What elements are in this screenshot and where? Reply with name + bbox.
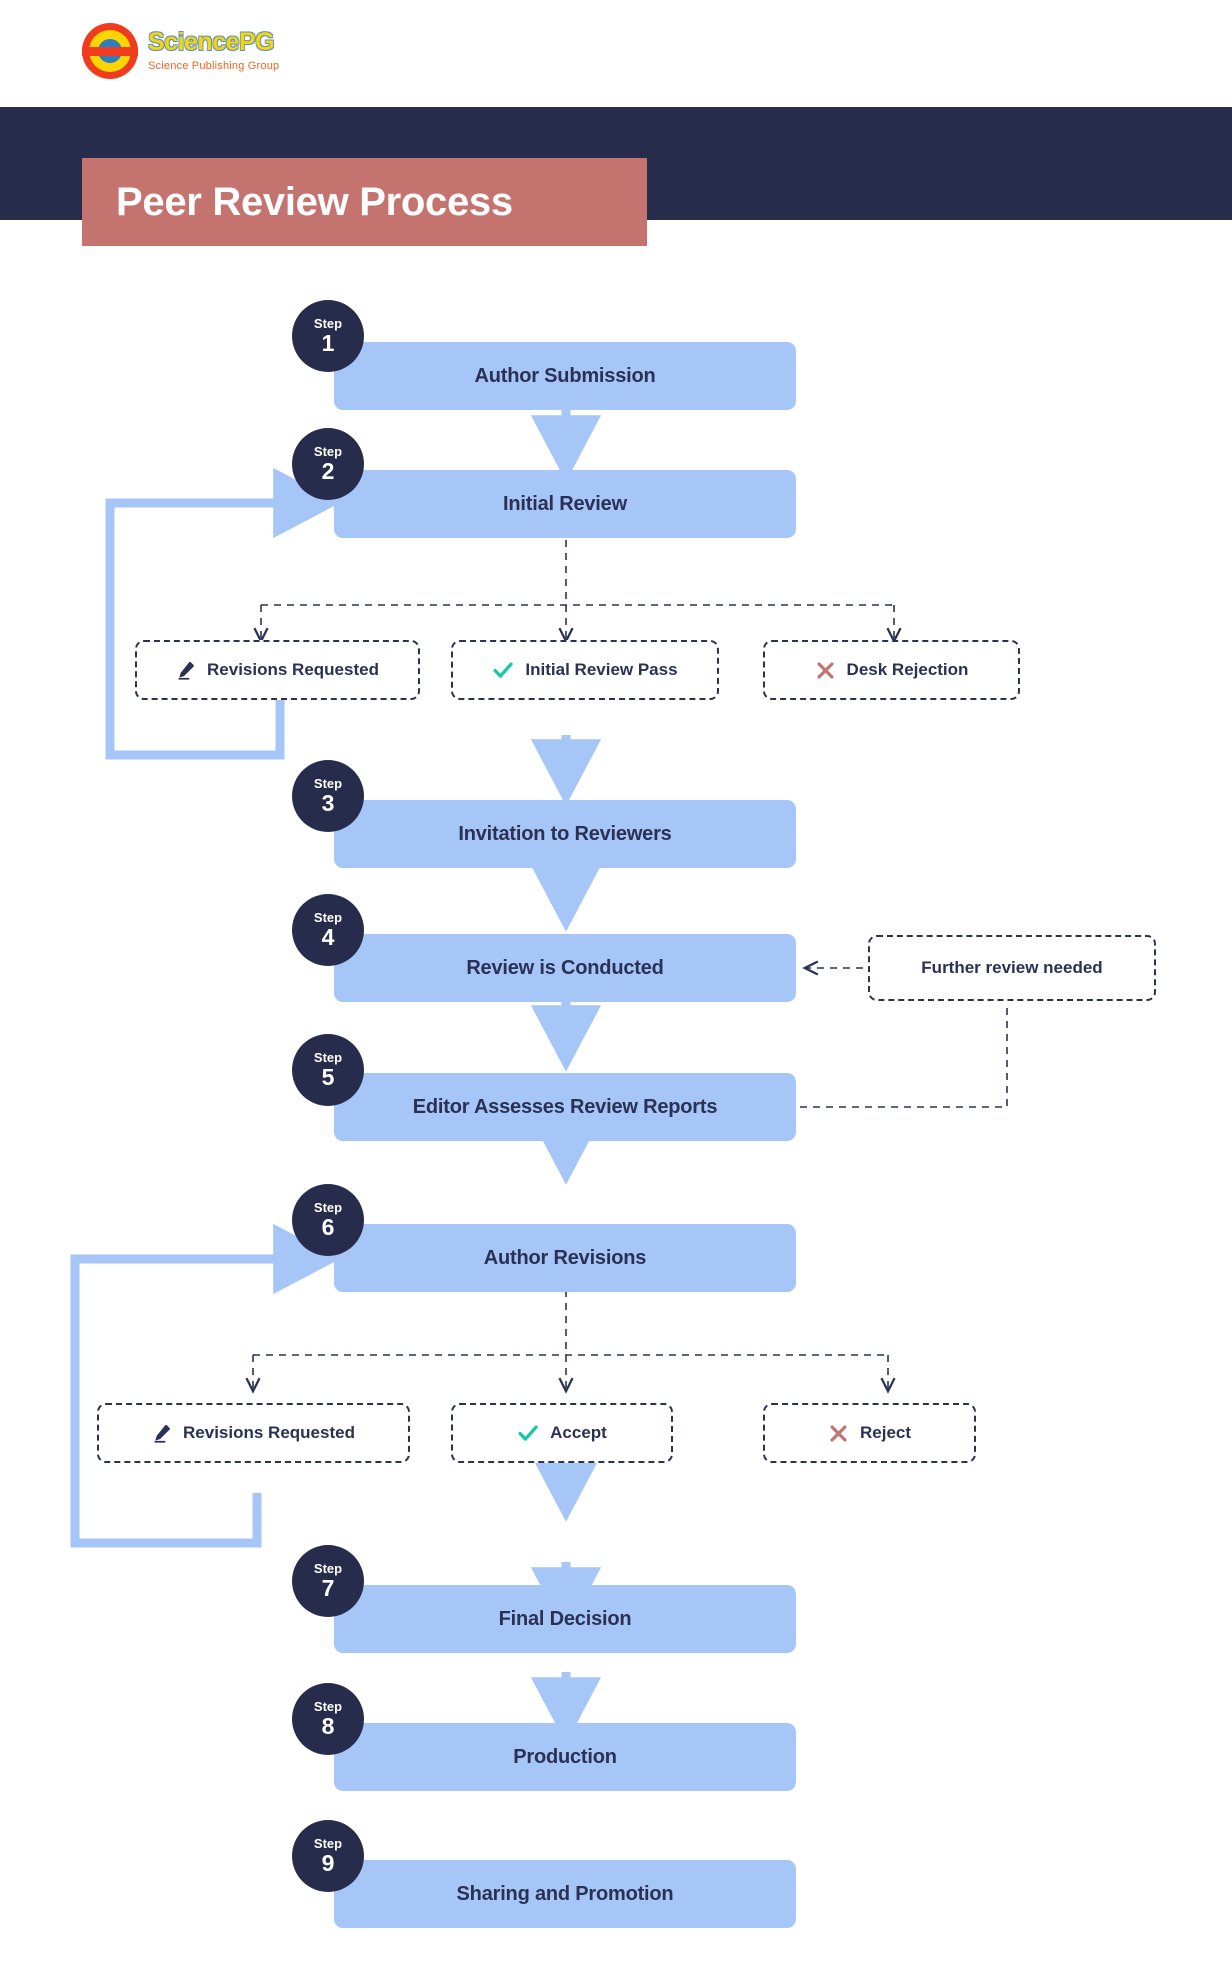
step-badge-4: Step 4: [292, 894, 364, 966]
check-icon: [517, 1422, 539, 1444]
step-box-author-submission[interactable]: Author Submission: [334, 342, 796, 410]
step-badge-number-9: 9: [321, 1850, 335, 1876]
page-title-box: Peer Review Process: [82, 158, 647, 246]
step-badge-5: Step 5: [292, 1034, 364, 1106]
step-badge-label-2: Step: [313, 444, 343, 459]
note-chip-further-review-needed[interactable]: Further review needed: [868, 935, 1156, 1001]
step-label-2: Initial Review: [503, 492, 627, 515]
decision-chip-initial-review-pass[interactable]: Initial Review Pass: [451, 640, 719, 700]
logo-title: SciencePG: [148, 28, 275, 56]
sciencepg-circle-logo-icon: [82, 23, 138, 79]
step-badge-9: Step 9: [292, 1820, 364, 1892]
step-badge-8: Step 8: [292, 1683, 364, 1755]
decision-label-revisions-requested-1: Revisions Requested: [207, 660, 379, 679]
pencil-icon: [152, 1423, 172, 1443]
cross-icon: [828, 1423, 849, 1444]
step-box-sharing-and-promotion[interactable]: Sharing and Promotion: [334, 1860, 796, 1928]
decision-label-initial-review-pass: Initial Review Pass: [525, 660, 678, 679]
note-label-further-review-needed: Further review needed: [921, 958, 1103, 977]
step-box-editor-assesses-review-reports[interactable]: Editor Assesses Review Reports: [334, 1073, 796, 1141]
logo-slash-decoration: [82, 47, 138, 56]
pencil-icon: [176, 660, 196, 680]
step-box-author-revisions[interactable]: Author Revisions: [334, 1224, 796, 1292]
decision-label-revisions-requested-2: Revisions Requested: [183, 1423, 355, 1442]
decision-chip-desk-rejection[interactable]: Desk Rejection: [763, 640, 1020, 700]
step-label-1: Author Submission: [474, 364, 656, 387]
step-badge-label-4: Step: [313, 910, 343, 925]
step-badge-6: Step 6: [292, 1184, 364, 1256]
cross-icon: [815, 660, 836, 681]
page-title: Peer Review Process: [116, 179, 513, 224]
step-badge-1: Step 1: [292, 300, 364, 372]
step-box-production[interactable]: Production: [334, 1723, 796, 1791]
logo-text-block: SciencePG Science Publishing Group: [148, 30, 279, 72]
step-badge-number-8: 8: [321, 1713, 335, 1739]
step-badge-number-5: 5: [321, 1064, 335, 1090]
decision-chip-revisions-requested-2[interactable]: Revisions Requested: [97, 1403, 410, 1463]
step-box-review-is-conducted[interactable]: Review is Conducted: [334, 934, 796, 1002]
step-badge-label-3: Step: [313, 776, 343, 791]
step-badge-3: Step 3: [292, 760, 364, 832]
step-label-3: Invitation to Reviewers: [458, 822, 672, 845]
step-badge-label-9: Step: [313, 1836, 343, 1851]
step-badge-number-1: 1: [321, 330, 335, 356]
step-badge-7: Step 7: [292, 1545, 364, 1617]
step-badge-label-5: Step: [313, 1050, 343, 1065]
decision-label-reject: Reject: [859, 1423, 912, 1442]
step-badge-number-2: 2: [321, 458, 335, 484]
step-label-8: Production: [513, 1745, 617, 1768]
step-label-6: Author Revisions: [483, 1246, 647, 1269]
step-badge-label-1: Step: [313, 316, 343, 331]
step-box-initial-review[interactable]: Initial Review: [334, 470, 796, 538]
decision-label-accept: Accept: [550, 1423, 607, 1442]
step-badge-number-4: 4: [321, 924, 335, 950]
decision-label-desk-rejection: Desk Rejection: [846, 660, 969, 679]
decision-chip-revisions-requested-1[interactable]: Revisions Requested: [135, 640, 420, 700]
step-badge-number-6: 6: [321, 1214, 335, 1240]
decision-chip-accept[interactable]: Accept: [451, 1403, 673, 1463]
step-box-final-decision[interactable]: Final Decision: [334, 1585, 796, 1653]
step-badge-number-7: 7: [321, 1575, 335, 1601]
step-label-9: Sharing and Promotion: [456, 1882, 674, 1905]
step-label-4: Review is Conducted: [466, 956, 664, 979]
step-label-7: Final Decision: [498, 1607, 632, 1630]
check-icon: [492, 659, 514, 681]
step-label-5: Editor Assesses Review Reports: [412, 1095, 718, 1118]
step-badge-2: Step 2: [292, 428, 364, 500]
step-badge-label-7: Step: [313, 1561, 343, 1576]
step-badge-label-8: Step: [313, 1699, 343, 1714]
brand-logo: SciencePG Science Publishing Group: [82, 18, 312, 84]
logo-subtitle: Science Publishing Group: [148, 60, 280, 72]
step-box-invitation-to-reviewers[interactable]: Invitation to Reviewers: [334, 800, 796, 868]
decision-chip-reject[interactable]: Reject: [763, 1403, 976, 1463]
step-badge-number-3: 3: [321, 790, 335, 816]
step-badge-label-6: Step: [313, 1200, 343, 1215]
